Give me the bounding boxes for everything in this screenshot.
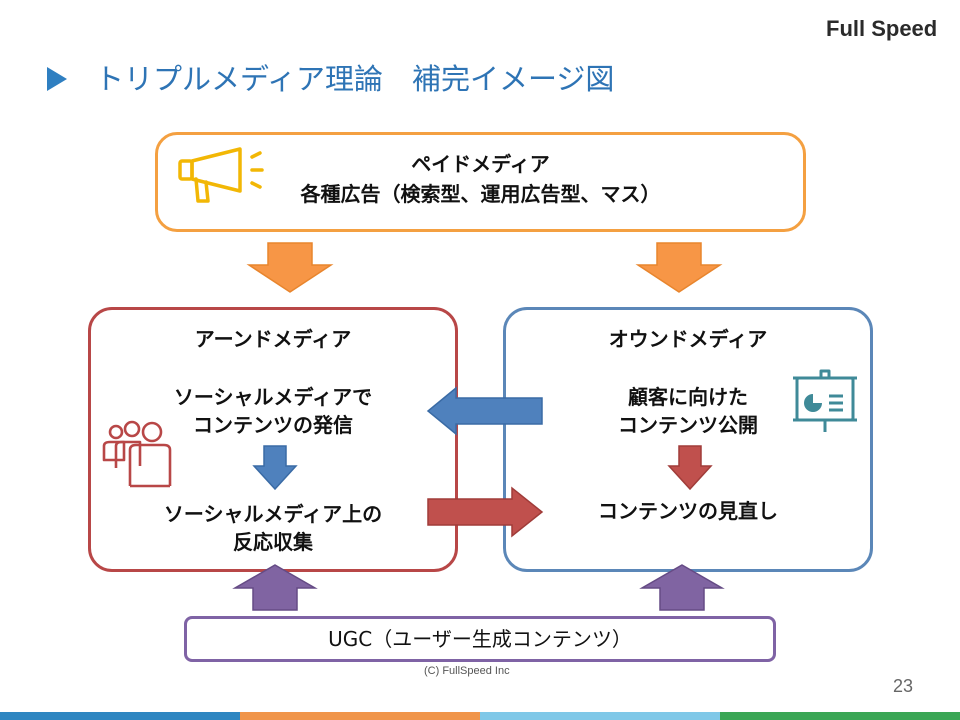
paid-media-title: ペイドメディア	[411, 152, 550, 176]
presentation-board-icon	[793, 369, 857, 432]
arrow-paid-to-owned	[635, 242, 723, 293]
ugc-box	[184, 616, 776, 662]
earned-item1-line1: ソーシャルメディアで	[173, 385, 373, 409]
people-icon	[102, 420, 172, 488]
arrow-owned-to-earned	[426, 386, 543, 436]
arrow-paid-to-earned	[246, 242, 334, 293]
title-bullet-triangle	[47, 67, 67, 91]
page-number: 23	[893, 676, 914, 696]
footer-band-lightblue	[480, 712, 720, 720]
arrow-earned-to-owned	[427, 486, 544, 538]
earned-media-title: アーンドメディア	[194, 327, 352, 351]
copyright-footer: (C) FullSpeed Inc	[424, 665, 510, 677]
owned-item1-line2: コンテンツ公開	[618, 413, 758, 437]
owned-item2: コンテンツの見直し	[598, 499, 778, 523]
footer-band-blue	[0, 712, 240, 720]
earned-item2-line2: 反応収集	[233, 530, 313, 554]
arrow-ugc-to-owned	[639, 564, 725, 611]
arrow-owned-internal	[667, 445, 713, 491]
arrow-ugc-to-earned	[232, 564, 318, 611]
earned-item2-line1: ソーシャルメディア上の	[163, 502, 383, 526]
footer-band-orange	[240, 712, 480, 720]
megaphone-icon	[178, 147, 264, 203]
footer-band-green	[720, 712, 960, 720]
owned-item1-line1: 顧客に向けた	[628, 385, 748, 409]
paid-media-subtitle: 各種広告（検索型、運用広告型、マス）	[300, 182, 661, 206]
company-logo: Full Speed	[826, 16, 938, 41]
slide-title: トリプルメディア理論 補完イメージ図	[95, 62, 615, 96]
earned-item1-line2: コンテンツの発信	[193, 413, 353, 437]
paid-media-box	[155, 132, 806, 232]
ugc-label: UGC（ユーザー生成コンテンツ）	[328, 627, 632, 651]
arrow-earned-internal	[252, 445, 298, 491]
owned-media-title: オウンドメディア	[608, 327, 768, 351]
